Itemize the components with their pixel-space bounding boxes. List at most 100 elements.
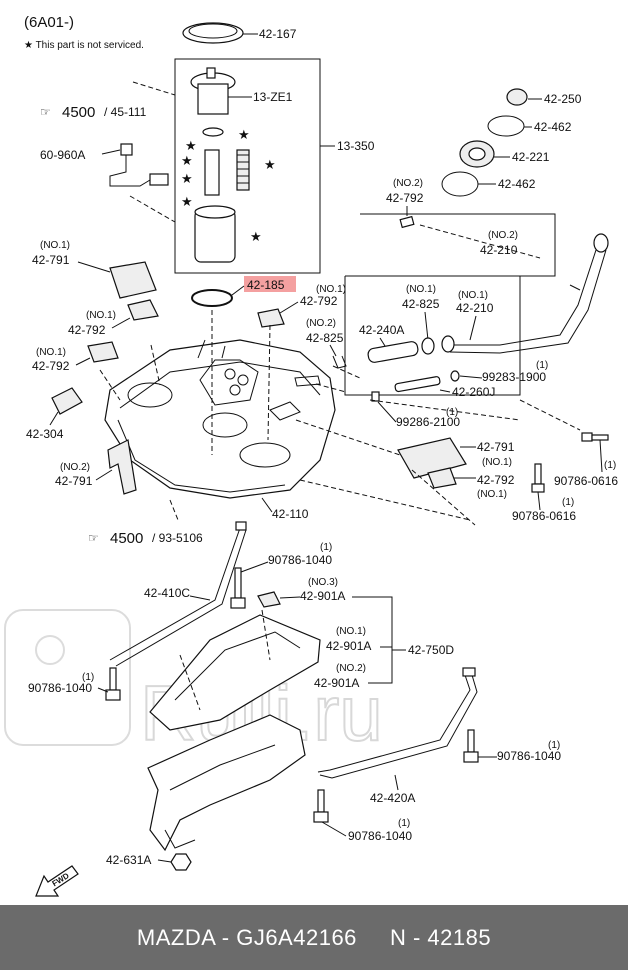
footer-number: N - 42185: [389, 924, 492, 950]
bolt-90786-0616-a: [581, 432, 609, 442]
strap-42-420a-b: [319, 674, 478, 779]
pad-42-901a-no3: [257, 591, 281, 608]
label-one-b: (1): [446, 407, 458, 418]
pad-42-792-r2: [427, 467, 457, 489]
label-42-185: 42-185: [247, 278, 285, 292]
label-no3: (NO.3): [308, 577, 338, 588]
label-42-110: 42-110: [272, 507, 309, 521]
label-42-240a: 42-240A: [359, 323, 404, 337]
gasket-42-185: [191, 289, 233, 307]
diagram-stage: Rulli.ru (6A01-) ★ This part is not serv…: [4, 14, 618, 897]
label-90786-1040-b: 90786-1040: [28, 681, 92, 695]
ref-45-111: / 45-111: [104, 105, 147, 119]
bolt-90786-1040-c: [463, 729, 479, 763]
label-42-791-no2: 42-791: [55, 474, 93, 488]
label-42-792-no1-r: 42-792: [300, 294, 338, 308]
ref-arrow-icon-2: ☞: [88, 531, 99, 545]
label-13-ze1: 13-ZE1: [253, 90, 293, 104]
bracket-42-791-no2: [107, 439, 137, 495]
label-60-960a: 60-960A: [40, 148, 85, 162]
label-42-221: 42-221: [512, 150, 550, 164]
label-one-f: (1): [82, 672, 94, 683]
label-42-304: 42-304: [26, 427, 64, 441]
pad-42-304: [51, 387, 83, 415]
label-42-825-no2: 42-825: [306, 331, 344, 345]
hose-42-240a: [367, 341, 419, 363]
label-42-631a: 42-631A: [106, 853, 151, 867]
label-no1-b: (NO.1): [458, 290, 488, 301]
label-42-462-b: 42-462: [498, 177, 536, 191]
label-42-167: 42-167: [259, 27, 297, 41]
label-no1-f: (NO.1): [36, 347, 66, 358]
label-one-a: (1): [536, 360, 548, 371]
pump-module-box: [174, 58, 321, 274]
label-90786-0616-a: 90786-0616: [554, 474, 618, 488]
bolt-90786-0616-b: [531, 463, 545, 493]
ref-arrow-icon: ☞: [40, 105, 51, 119]
filler-pipe: [445, 233, 609, 354]
label-42-750d: 42-750D: [408, 643, 454, 657]
clip-42-825-no2: [332, 355, 347, 369]
label-42-462-a: 42-462: [534, 120, 572, 134]
label-90786-1040-d: 90786-1040: [348, 829, 412, 843]
label-one-e: (1): [320, 542, 332, 553]
label-no1-h: (NO.1): [477, 489, 507, 500]
bolt-90786-1040-d: [313, 789, 329, 823]
fuel-cap-parts: [441, 88, 528, 197]
svg-text:★: ★: [250, 229, 262, 244]
pad-42-792-right: [257, 308, 285, 328]
label-42-791-no1: 42-791: [32, 253, 70, 267]
label-42-250: 42-250: [544, 92, 582, 106]
fwd-arrow-icon: FWD: [35, 865, 79, 897]
label-no2-e: (NO.2): [336, 663, 366, 674]
pad-42-792-l: [127, 299, 159, 321]
harness-60-960a: [109, 143, 169, 187]
label-90786-1040-c: 90786-1040: [497, 749, 561, 763]
ref-93-5106: / 93-5106: [152, 531, 203, 545]
nut-42-631a: [170, 853, 192, 871]
under-cover-42-750d: [147, 609, 321, 852]
hose-42-260j: [394, 376, 441, 393]
label-42-210-no1: 42-210: [456, 301, 494, 315]
label-99283-1900: 99283-1900: [482, 370, 546, 384]
label-one-d: (1): [562, 497, 574, 508]
label-99286-2100: 99286-2100: [396, 415, 460, 429]
label-no2-b: (NO.2): [488, 230, 518, 241]
label-42-825-no1: 42-825: [402, 297, 440, 311]
label-13-350: 13-350: [337, 139, 375, 153]
label-42-791-r: 42-791: [477, 440, 515, 454]
pad-42-791-left: [109, 261, 157, 299]
section-code: (6A01-): [24, 14, 74, 31]
filler-pipe-box-upper: [345, 213, 556, 277]
label-42-792-no2-top: 42-792: [386, 191, 424, 205]
ref-4500-b: 4500: [110, 530, 143, 547]
svg-text:★: ★: [181, 153, 193, 168]
ring-42-167: [182, 22, 258, 44]
label-no1-c: (NO.1): [40, 240, 70, 251]
svg-text:★: ★: [185, 138, 197, 153]
label-42-410c: 42-410C: [144, 586, 190, 600]
svg-text:★: ★: [181, 194, 193, 209]
highlight-42-185: [244, 276, 296, 292]
footer-gap: [357, 925, 390, 951]
filler-pipe-box-lower: [344, 276, 521, 396]
footer-bar: MAZDA - GJ6A42166 N - 42185: [0, 905, 628, 970]
label-one-h: (1): [398, 818, 410, 829]
label-no2-a: (NO.2): [393, 178, 423, 189]
bolt-90786-1040-b: [105, 667, 121, 701]
clip-99286: [371, 391, 380, 402]
bolt-90786-1040-a: [230, 567, 246, 609]
strap-42-420a-a: [317, 674, 471, 773]
label-42-901a-no3: 42-901A: [300, 589, 345, 603]
fuel-tank-42-110: [104, 339, 336, 499]
strap-42-410c-b: [115, 529, 247, 667]
fuel-pump-assembly: [190, 67, 250, 263]
ref-4500-a: 4500: [62, 104, 95, 121]
label-42-792-no1-l: 42-792: [68, 323, 106, 337]
label-one-c: (1): [604, 460, 616, 471]
label-90786-1040-a: 90786-1040: [268, 553, 332, 567]
label-42-901a-no2: 42-901A: [314, 676, 359, 690]
parts-diagram: Rulli.ru (6A01-) ★ This part is not serv…: [4, 14, 618, 897]
label-no1-g: (NO.1): [482, 457, 512, 468]
pad-42-792-ll: [87, 341, 119, 363]
